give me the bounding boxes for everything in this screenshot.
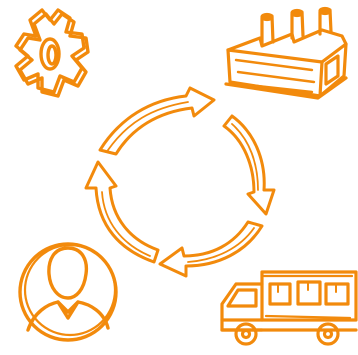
truck-box-tape [277,281,337,293]
truck-box-2 [296,280,322,306]
factory-wall-lines [234,58,316,94]
cycle-arrow-right [222,114,276,216]
truck-box-1 [268,282,292,306]
factory-side [318,42,348,98]
truck-box-3 [324,282,350,306]
avatar-shoulders [26,300,110,332]
factory-chimney-2 [290,10,305,40]
truck-wheel-front [234,322,258,346]
cycle-arrows [84,86,276,278]
factory-icon [224,6,348,100]
truck-cargo-sketch [262,274,354,320]
factory-chimney-top-1 [260,12,274,22]
cycle-arrow-bottom [158,220,264,278]
avatar-head [47,246,89,300]
factory-chimney-3 [318,8,333,36]
gear-icon-hub-inner [46,44,58,66]
factory-chimney-top-3 [318,6,332,16]
factory-window [324,54,340,86]
factory-chimney-top-2 [290,8,304,18]
avatar-circle-sketch [23,243,117,337]
factory-roof [226,28,348,52]
factory-chimney-1 [260,14,275,46]
gear-icon-hub [39,37,61,71]
gear-icon-outline [14,8,86,94]
cycle-arrow-top [98,86,216,156]
truck-wheel-rear-hub [322,328,334,340]
factory-base [224,76,348,100]
gear-icon-shadow [18,12,90,98]
truck-cargo [260,270,358,322]
avatar-collar [56,300,80,314]
cycle-arrow-left [84,160,160,264]
user-avatar-icon [18,242,118,342]
truck-wheel-front-hub [240,328,252,340]
truck-cab-window [226,288,258,308]
delivery-truck-icon [220,270,358,346]
gear-icon [14,8,90,98]
truck-wheel-rear [316,322,340,346]
